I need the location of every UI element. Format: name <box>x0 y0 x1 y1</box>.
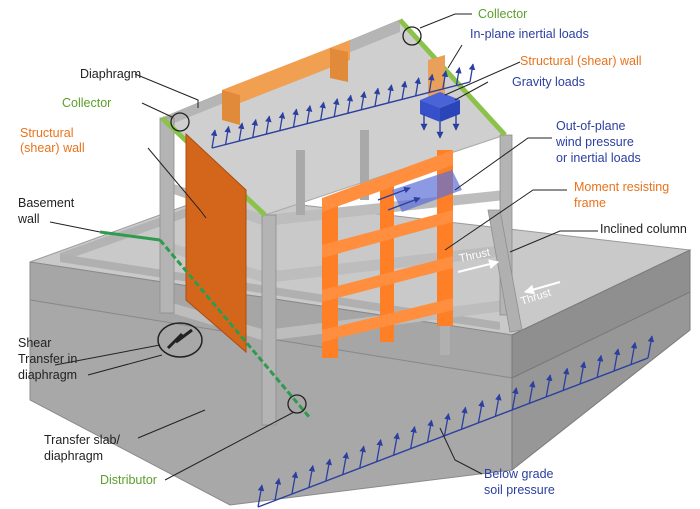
in-plane-arrow <box>360 91 367 110</box>
label-basement-wall-1: Basement <box>18 196 75 210</box>
soil-pressure-arrow <box>511 387 519 410</box>
label-shear-transfer-1: Shear <box>18 336 51 350</box>
label-collector-left: Collector <box>62 96 111 110</box>
label-moment-frame-1: Moment resisting <box>574 180 669 194</box>
soil-pressure-arrow <box>325 458 332 482</box>
moment-resisting-frame <box>322 150 453 358</box>
label-moment-frame-2: frame <box>574 196 606 210</box>
soil-pressure-arrow <box>596 354 604 378</box>
labels: Collector In-plane inertial loads Struct… <box>17 7 687 497</box>
shear-transfer-symbol <box>157 322 203 358</box>
in-plane-arrow <box>278 111 286 131</box>
soil-pressure-arrow <box>393 432 400 456</box>
thrust-arrows <box>457 259 561 295</box>
soil-pressure-arrow <box>409 426 417 449</box>
in-plane-arrow <box>292 108 299 128</box>
collector-callout-left <box>170 112 190 132</box>
label-shear-transfer-3: diaphragm <box>18 368 77 382</box>
soil-pressure-arrow <box>426 419 434 443</box>
in-plane-arrow <box>251 118 258 138</box>
label-in-plane-inertial: In-plane inertial loads <box>470 27 589 41</box>
label-structural-wall-right: Structural (shear) wall <box>520 54 642 68</box>
in-plane-arrow <box>441 70 449 90</box>
label-out-of-plane-3: or inertial loads <box>556 151 641 165</box>
soil-pressure-arrow <box>579 361 587 385</box>
leader-lines <box>49 13 598 481</box>
label-shear-transfer-2: Transfer in <box>18 352 77 366</box>
label-structural-wall-left-2: (shear) wall <box>20 141 85 155</box>
in-plane-arrow <box>210 129 218 149</box>
collector-callout-top <box>402 26 422 46</box>
label-transfer-slab-1: Transfer slab/ <box>44 433 120 447</box>
in-plane-arrow <box>319 101 326 121</box>
soil-pressure-arrow <box>528 380 536 404</box>
soil-pressure-arrow <box>494 393 502 417</box>
in-plane-arrow <box>387 84 394 103</box>
label-structural-wall-left-1: Structural <box>20 126 74 140</box>
in-plane-arrow <box>373 87 381 107</box>
label-diaphragm: Diaphragm <box>80 67 141 81</box>
out-of-plane-box <box>377 170 462 212</box>
basement-collector-line <box>99 230 161 242</box>
in-plane-inertial-arrows <box>210 63 476 149</box>
soil-pressure-arrow <box>460 406 468 430</box>
label-collector-top: Collector <box>478 7 527 21</box>
soil-pressure-arrow <box>613 348 621 372</box>
soil-pressure-arrow <box>647 335 655 359</box>
soil-pressure-arrow <box>630 341 638 365</box>
soil-pressure-arrow <box>342 451 349 475</box>
in-plane-arrow <box>400 80 408 100</box>
soil-pressure-arrow <box>545 374 553 397</box>
soil-pressure-arrow <box>443 413 451 436</box>
in-plane-arrow <box>468 63 476 83</box>
in-plane-arrow <box>224 125 231 145</box>
distributor-callout <box>287 394 307 414</box>
in-plane-arrow <box>414 77 421 97</box>
label-below-grade-2: soil pressure <box>484 483 555 497</box>
label-inclined-column: Inclined column <box>600 222 687 236</box>
soil-pressure-arrow <box>291 471 299 495</box>
in-plane-arrow <box>428 73 435 93</box>
label-distributor: Distributor <box>100 473 157 487</box>
label-out-of-plane-1: Out-of-plane <box>556 119 626 133</box>
soil-pressure-arrow <box>359 445 366 469</box>
gravity-load-box <box>420 92 460 139</box>
soil-pressure-arrow <box>274 477 282 501</box>
distributor-line <box>158 239 312 419</box>
in-plane-arrow <box>333 98 340 117</box>
label-out-of-plane-2: wind pressure <box>555 135 634 149</box>
label-gravity-loads: Gravity loads <box>512 75 585 89</box>
soil-pressure-arrow <box>376 439 383 462</box>
label-transfer-slab-2: diaphragm <box>44 449 103 463</box>
in-plane-arrow <box>265 115 272 135</box>
label-basement-wall-2: wall <box>17 212 40 226</box>
in-plane-arrow <box>455 66 462 86</box>
soil-pressure-arrow <box>257 484 265 508</box>
soil-pressure-arrow <box>562 367 570 391</box>
in-plane-arrow <box>237 122 245 142</box>
label-below-grade-1: Below grade <box>484 467 554 481</box>
shear-wall-left <box>185 132 247 354</box>
soil-pressure-arrows <box>257 335 655 508</box>
soil-pressure-arrow <box>308 464 316 488</box>
soil-pressure-arrow <box>477 400 485 423</box>
in-plane-arrow <box>305 105 313 124</box>
in-plane-arrow <box>346 94 354 114</box>
